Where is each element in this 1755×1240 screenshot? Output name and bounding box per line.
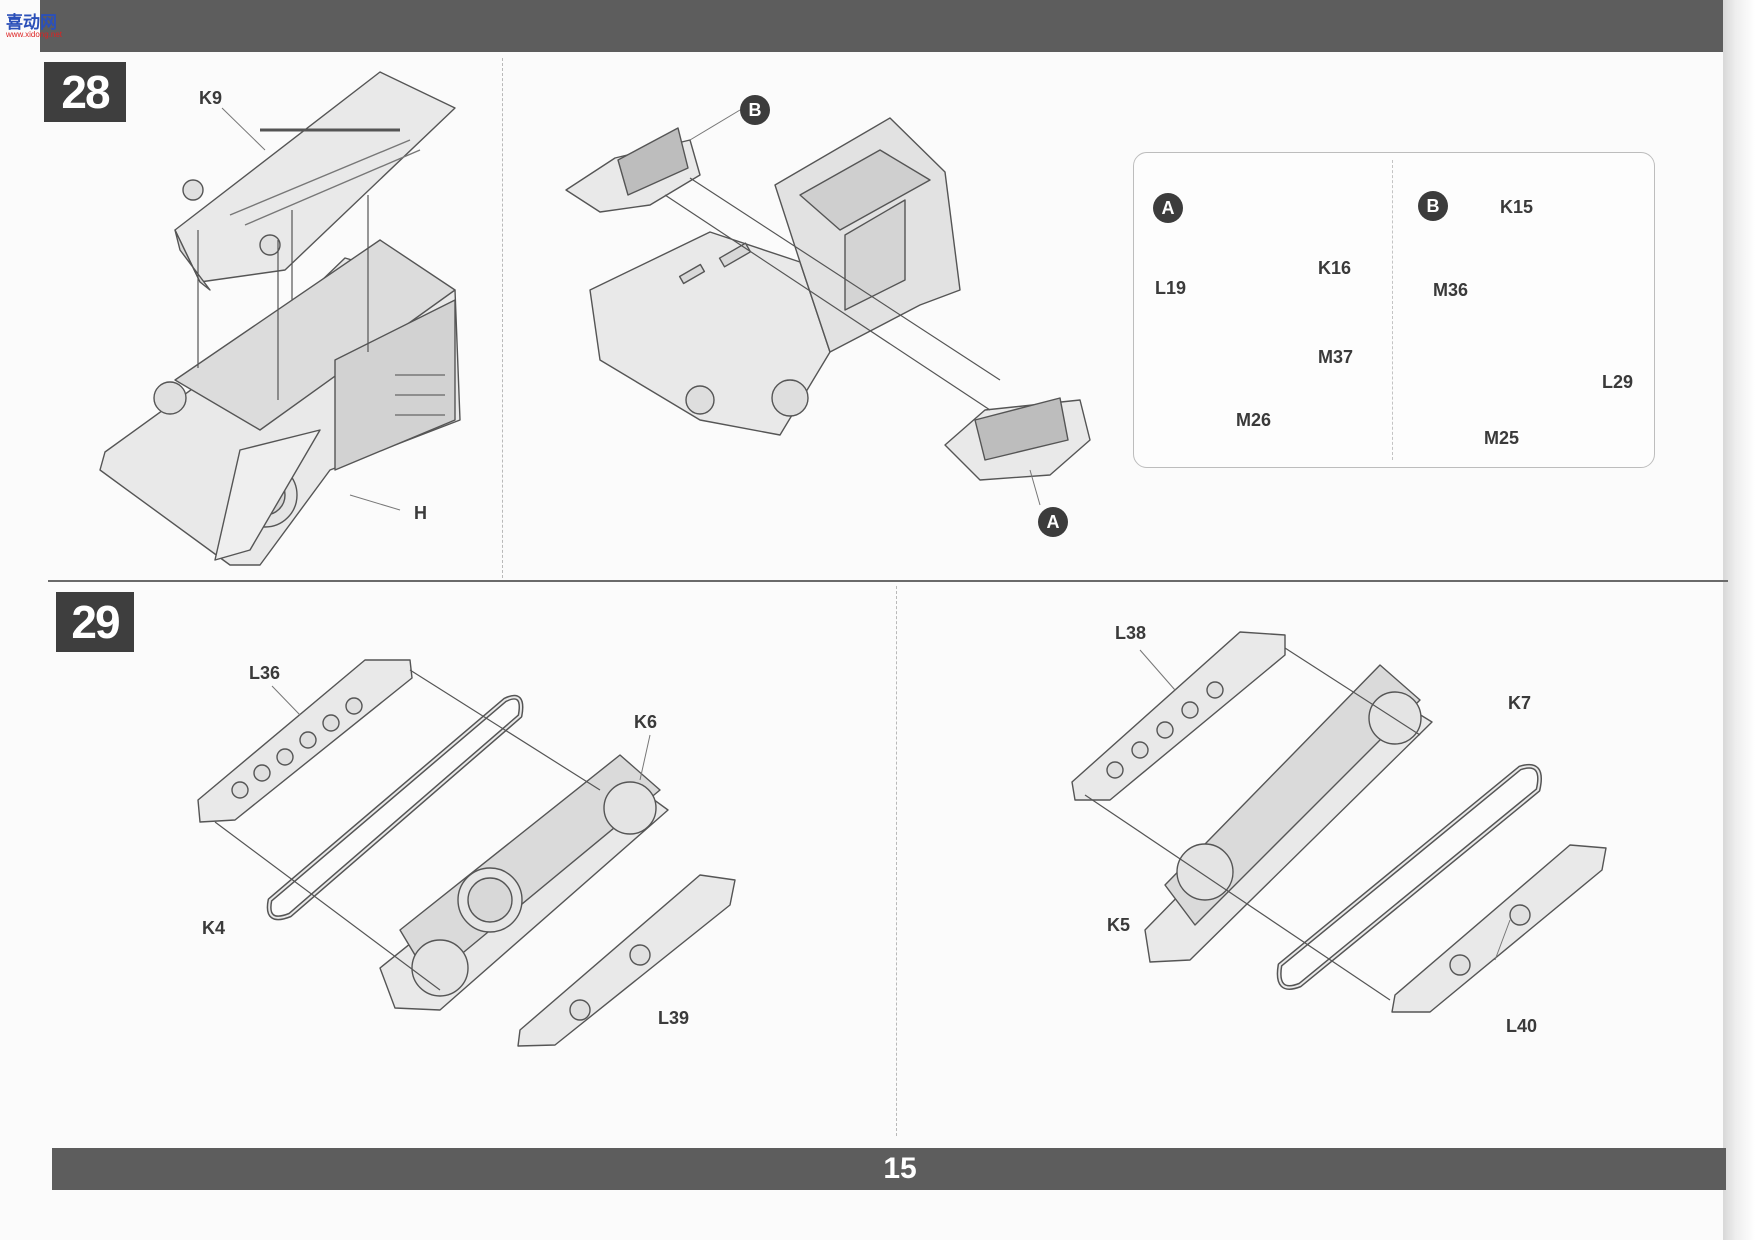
suspension-l39 xyxy=(517,874,736,1047)
step-divider xyxy=(48,580,1728,582)
label-l29: L29 xyxy=(1602,372,1634,392)
suspension-l40 xyxy=(1391,844,1607,1013)
label-m36: M36 xyxy=(1433,280,1469,300)
track-k5 xyxy=(1144,664,1433,963)
track-k6 xyxy=(379,754,669,1011)
assembly-arrows xyxy=(197,177,1566,1001)
site-logo[interactable]: 喜动网 www.xidong.net xyxy=(6,8,68,39)
label-h: H xyxy=(414,503,427,523)
label-k16: K16 xyxy=(1318,258,1352,278)
label-k9: K9 xyxy=(199,88,223,108)
step29-number: 29 xyxy=(56,592,134,652)
page-edge xyxy=(1723,0,1755,1240)
callout-a: A xyxy=(1038,507,1068,537)
callout-b: B xyxy=(740,95,770,125)
bottom-bar xyxy=(52,1148,1726,1190)
engine-plate-a xyxy=(944,397,1091,481)
hull-part-h xyxy=(99,239,461,566)
step28-number: 28 xyxy=(44,62,126,122)
logo-url: www.xidong.net xyxy=(6,30,63,39)
label-k6: K6 xyxy=(634,712,658,732)
label-l38: L38 xyxy=(1115,623,1147,643)
label-l40: L40 xyxy=(1506,1016,1538,1036)
label-l36: L36 xyxy=(249,663,281,683)
step29-divider xyxy=(896,586,897,1136)
label-l19: L19 xyxy=(1155,278,1187,298)
hull-body xyxy=(589,117,961,436)
label-l39: L39 xyxy=(658,1008,690,1028)
leader-lines xyxy=(221,107,1511,961)
page-number: 15 xyxy=(883,1152,917,1185)
logo-text: 喜动网 xyxy=(6,13,57,32)
label-m37: M37 xyxy=(1318,347,1354,367)
label-k4: K4 xyxy=(202,918,226,938)
suspension-l38 xyxy=(1071,631,1286,801)
inset-divider xyxy=(1392,160,1393,460)
part-k9 xyxy=(174,71,456,291)
label-m25: M25 xyxy=(1484,428,1520,448)
suspension-l36 xyxy=(197,659,413,823)
detail-inset xyxy=(1133,152,1655,468)
label-m26: M26 xyxy=(1236,410,1272,430)
inset-b-badge: B xyxy=(1418,191,1448,221)
engine-plate-b xyxy=(565,127,701,213)
label-k15: K15 xyxy=(1500,197,1534,217)
label-k7: K7 xyxy=(1508,693,1532,713)
inset-a-badge: A xyxy=(1153,193,1183,223)
label-k5: K5 xyxy=(1107,915,1131,935)
top-bar xyxy=(40,0,1730,52)
step28-divider xyxy=(502,58,503,578)
